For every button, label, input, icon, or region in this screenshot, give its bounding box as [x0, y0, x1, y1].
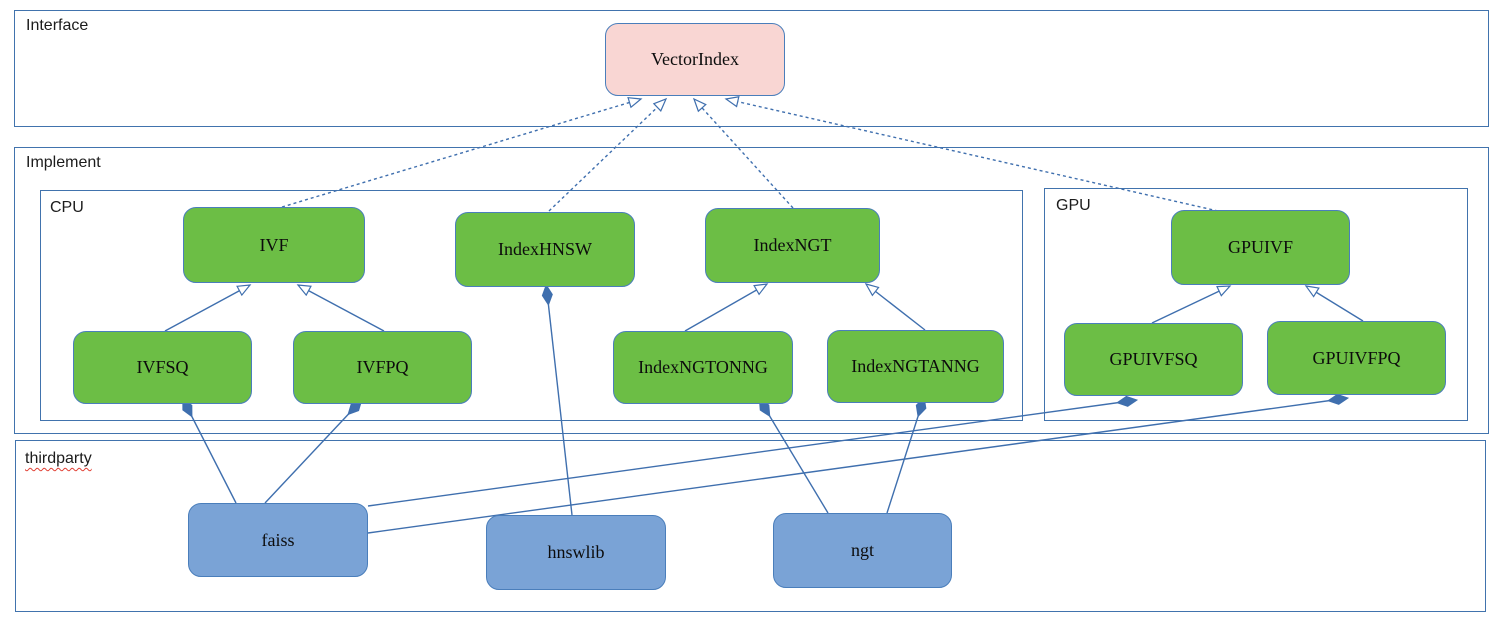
node-ivf-label: IVF — [259, 234, 289, 255]
cpu-label: CPU — [50, 199, 84, 216]
interface-label: Interface — [26, 17, 89, 34]
node-gpuivf-label: GPUIVF — [1227, 237, 1293, 257]
edge-gpuivfpq-gpuivf — [1304, 285, 1364, 322]
node-indexngtonng: IndexNGTONNG — [613, 331, 793, 404]
node-vectorindex-label: VectorIndex — [651, 49, 739, 69]
node-indexngtanng-label: IndexNGTANNG — [851, 356, 980, 376]
node-hnswlib-label: hnswlib — [547, 542, 605, 562]
node-hnswlib: hnswlib — [486, 515, 666, 590]
edge-faiss-ivfpq — [264, 405, 357, 504]
gpu-label: GPU — [1056, 197, 1091, 214]
edge-gpuivfsq-gpuivf — [1151, 285, 1232, 324]
node-vectorindex: VectorIndex — [605, 23, 785, 96]
thirdparty-container — [15, 440, 1486, 612]
node-ivfsq: IVFSQ — [73, 331, 252, 404]
gpu-container — [1044, 188, 1468, 421]
edge-indexhnsw-vectorindex — [548, 97, 668, 212]
cpu-container — [40, 190, 1023, 421]
edge-ngt-indexngtonng — [763, 405, 829, 514]
edge-indexngtanng-indexngt — [864, 283, 926, 331]
edge-indexngt-vectorindex — [692, 97, 794, 209]
node-gpuivfpq: GPUIVFPQ — [1267, 321, 1446, 395]
interface-container — [14, 10, 1489, 127]
edge-indexngtonng-indexngt — [684, 283, 769, 332]
node-gpuivfsq: GPUIVFSQ — [1064, 323, 1243, 396]
node-ivfpq: IVFPQ — [293, 331, 472, 404]
node-indexhnsw: IndexHNSW — [455, 212, 635, 287]
node-ngt-label: ngt — [850, 540, 874, 560]
node-faiss: faiss — [188, 503, 368, 577]
edge-ivfsq-ivf — [164, 284, 252, 332]
node-ivf: IVF — [183, 207, 365, 283]
edge-faiss-gpuivfsq — [367, 401, 1130, 507]
implement-label: Implement — [26, 154, 101, 171]
node-indexngtanng: IndexNGTANNG — [827, 330, 1004, 403]
edge-ivf-vectorindex — [281, 96, 643, 208]
node-ngt: ngt — [773, 513, 952, 588]
edge-hnswlib-indexhnsw — [547, 292, 573, 516]
node-faiss-label: faiss — [261, 529, 295, 550]
node-gpuivfpq-label: GPUIVFPQ — [1312, 347, 1401, 368]
thirdparty-label: thirdparty — [25, 450, 92, 467]
node-indexngtonng-label: IndexNGTONNG — [638, 357, 768, 377]
node-ivfpq-label: IVFPQ — [356, 357, 409, 377]
node-ivfsq-label: IVFSQ — [136, 357, 189, 377]
implement-container — [14, 147, 1489, 434]
node-gpuivf: GPUIVF — [1171, 210, 1350, 285]
edge-ivfpq-ivf — [296, 284, 385, 332]
edge-gpuivf-vectorindex — [724, 96, 1219, 212]
edge-faiss-gpuivfpq — [367, 399, 1341, 534]
node-indexngt-label: IndexNGT — [753, 235, 832, 255]
edge-faiss-ivfsq — [186, 405, 237, 504]
node-gpuivfsq-label: GPUIVFSQ — [1109, 349, 1198, 369]
node-indexhnsw-label: IndexHNSW — [498, 239, 592, 259]
node-indexngt: IndexNGT — [705, 208, 880, 283]
